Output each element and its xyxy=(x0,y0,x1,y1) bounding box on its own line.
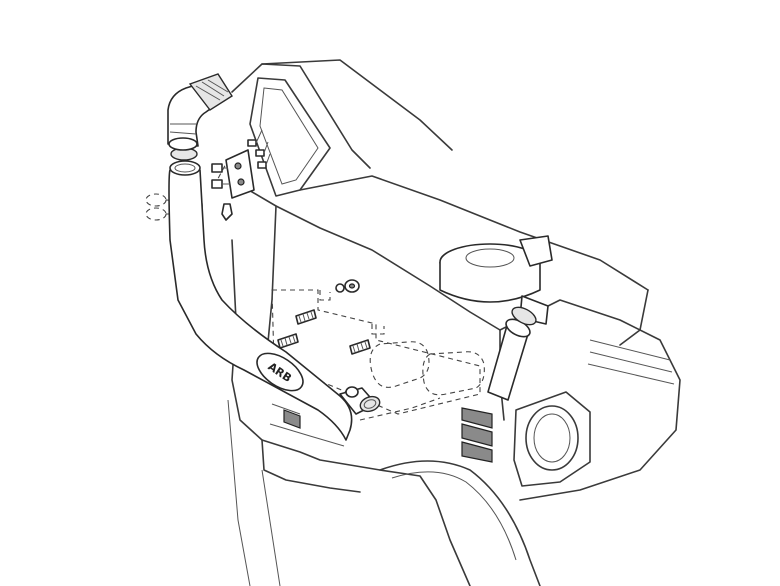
windscreen-inner xyxy=(259,87,319,185)
indicator-lamp xyxy=(461,407,493,463)
a-pillar xyxy=(231,63,371,169)
snorkel-body xyxy=(168,169,353,441)
bracket-screw-2 xyxy=(211,179,223,189)
snorkel-logo-badge: ARB xyxy=(256,352,304,392)
door-line-2 xyxy=(261,469,281,586)
headlight xyxy=(513,391,591,487)
logo-oval xyxy=(256,352,304,392)
mounting-studs xyxy=(277,279,371,355)
pillar-bracket xyxy=(225,149,255,199)
roof-line xyxy=(261,59,453,151)
snorkel-assembly: ARB xyxy=(168,147,381,441)
bolt-shafts xyxy=(255,129,271,166)
bracket-screws xyxy=(211,163,233,221)
body-crease-1 xyxy=(269,423,345,447)
outlet-connector xyxy=(345,386,359,398)
pillar-bolts xyxy=(247,129,271,169)
stud-thread-3 xyxy=(352,341,368,353)
inner-intake-tube xyxy=(487,306,537,401)
wheel-arch-inner xyxy=(391,471,517,561)
hole-cylinder-2 xyxy=(422,351,485,396)
pillar-bolt-1 xyxy=(247,139,257,147)
vehicle-body xyxy=(227,59,681,586)
headlight-outer xyxy=(525,405,579,471)
fender-nut xyxy=(335,283,345,293)
outlet-opening xyxy=(363,399,377,409)
fender-seam xyxy=(267,205,277,343)
bracket-screw-1 xyxy=(211,163,223,173)
pillar-bolt-2 xyxy=(255,149,265,157)
headlight-bezel xyxy=(513,391,591,487)
template-guide-1 xyxy=(319,290,331,301)
template-guide-2 xyxy=(371,324,385,335)
side-marker-lamp xyxy=(283,409,301,429)
indicator-middle xyxy=(461,423,493,447)
mount-ring-lower xyxy=(145,207,167,221)
air-cleaner-body xyxy=(439,262,541,303)
wheel-arch xyxy=(379,460,541,586)
snorkel-upper-opening xyxy=(174,163,196,173)
screw-shafts xyxy=(222,167,230,185)
snorkel-outlet xyxy=(339,386,381,415)
air-cleaner-outlet xyxy=(519,235,553,267)
headlight-inner xyxy=(533,413,571,463)
front-fender xyxy=(231,239,471,586)
air-ram-intake-face xyxy=(188,73,233,111)
pillar-bracket-assembly xyxy=(211,129,271,221)
air-cleaner xyxy=(439,235,553,325)
stud-thread-2 xyxy=(280,335,296,347)
grille-lines xyxy=(587,339,675,385)
stud-thread-1 xyxy=(298,311,314,323)
air-ram-base xyxy=(168,137,198,151)
snorkel-upper-collar xyxy=(169,160,201,176)
air-ram-head xyxy=(167,73,233,151)
pillar-bolt-3 xyxy=(257,161,267,169)
bracket-hole-2 xyxy=(237,178,245,186)
intake-hose-clamp xyxy=(511,306,537,326)
bonnet-front xyxy=(619,289,649,346)
front-panel xyxy=(499,299,681,501)
bracket-hole-1 xyxy=(234,162,242,170)
self-tapping-screw xyxy=(221,203,233,221)
air-cleaner-cap xyxy=(465,248,515,268)
door-line-1 xyxy=(227,399,251,586)
template-leader-line xyxy=(359,397,441,421)
indicator-lower xyxy=(461,441,493,463)
template-outline xyxy=(271,289,481,415)
body-crease-2 xyxy=(271,403,301,415)
fender-lower xyxy=(261,439,361,493)
indicator-upper xyxy=(461,407,493,429)
hole-cylinder-1 xyxy=(369,341,430,388)
bonnet-edge xyxy=(299,175,649,291)
mount-ring-upper xyxy=(145,193,167,207)
air-ram-grille xyxy=(195,79,229,101)
fender-washer-hole xyxy=(348,283,356,289)
